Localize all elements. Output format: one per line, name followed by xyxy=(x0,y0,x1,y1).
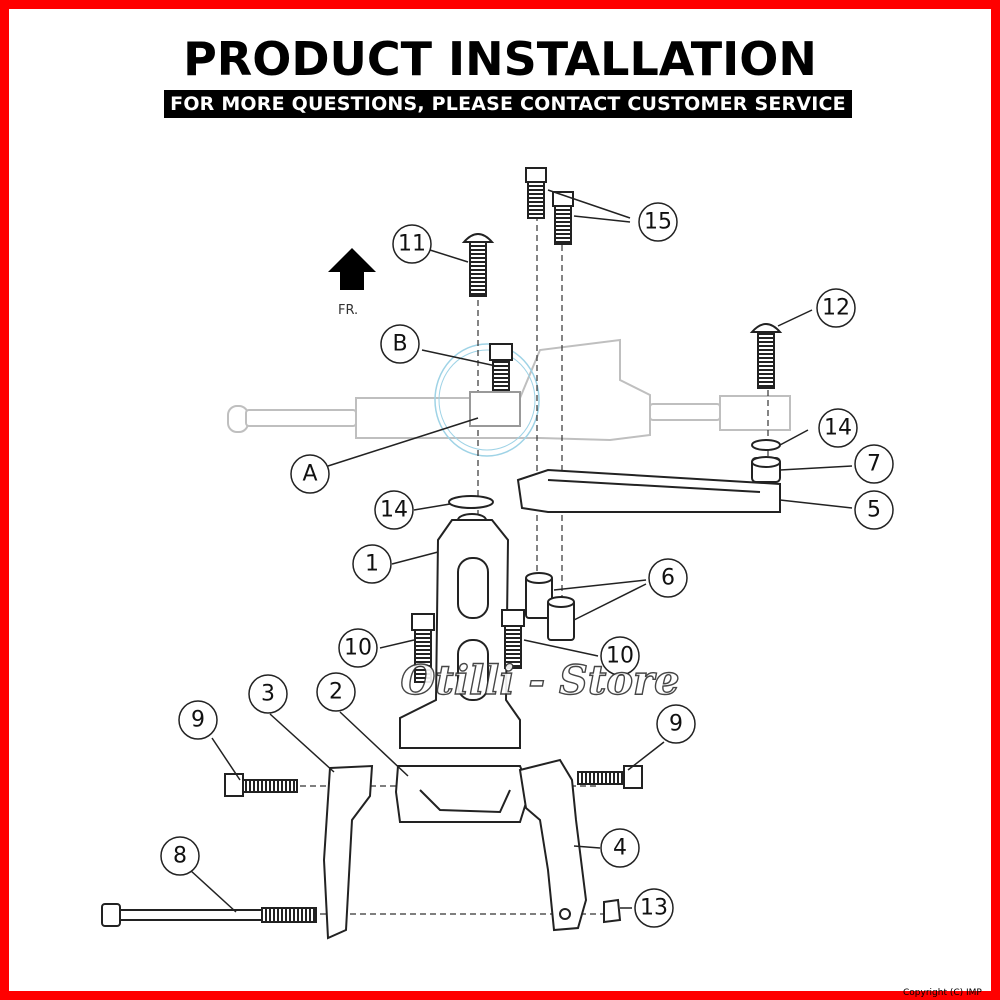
part-11-bolt xyxy=(461,233,495,297)
callout-circle-8 xyxy=(160,836,200,876)
callout-circle-b xyxy=(380,324,420,364)
callout-7: 7 xyxy=(867,452,881,477)
callout-3: 3 xyxy=(261,682,275,707)
callout-circle-15 xyxy=(638,202,678,242)
callout-9-right: 9 xyxy=(669,712,683,737)
part-10-bolts xyxy=(411,609,525,683)
part-15-bolts xyxy=(525,167,574,245)
callout-11: 11 xyxy=(398,232,426,257)
part-5-arm xyxy=(516,468,781,513)
callout-14-left: 14 xyxy=(380,498,408,523)
copyright-text: Copyright (C) IMP xyxy=(903,988,982,998)
part-2-clamp xyxy=(394,765,532,823)
callout-6: 6 xyxy=(661,566,675,591)
part-6-spacers xyxy=(525,572,575,641)
store-watermark: Otilli - Store xyxy=(400,657,679,704)
page-title: PRODUCT INSTALLATION xyxy=(183,32,817,86)
callout-circle-3 xyxy=(248,674,288,714)
callout-circle-6 xyxy=(648,558,688,598)
callout-circle-14-right xyxy=(818,408,858,448)
part-7-spacer xyxy=(751,456,781,483)
part-3-left-clamp xyxy=(322,764,374,940)
front-arrow-icon xyxy=(328,248,376,290)
callout-circle-10-right xyxy=(600,636,640,676)
subtitle-banner: FOR MORE QUESTIONS, PLEASE CONTACT CUSTO… xyxy=(164,90,852,118)
callout-10-left: 10 xyxy=(344,636,372,661)
callout-12: 12 xyxy=(822,296,850,321)
callout-circle-12 xyxy=(816,288,856,328)
direction-label: FR. xyxy=(338,303,358,318)
callout-circle-1 xyxy=(352,544,392,584)
callout-circle-a xyxy=(290,454,330,494)
callout-a: A xyxy=(302,462,317,487)
callout-circle-7 xyxy=(854,444,894,484)
part-9-bolts xyxy=(224,765,643,797)
part-1-bracket xyxy=(399,513,521,749)
leader-lines xyxy=(189,189,853,913)
callout-circle-9-left xyxy=(178,700,218,740)
callout-circle-9-right xyxy=(656,704,696,744)
callout-1: 1 xyxy=(365,552,379,577)
callout-circle-4 xyxy=(600,828,640,868)
callout-14-right: 14 xyxy=(824,416,852,441)
part-12-bolt xyxy=(749,323,783,389)
callout-10-right: 10 xyxy=(606,644,634,669)
callout-5: 5 xyxy=(867,498,881,523)
callout-b: B xyxy=(392,332,407,357)
callout-13: 13 xyxy=(640,896,668,921)
part-b-bolt xyxy=(469,343,521,427)
callout-circle-2 xyxy=(316,672,356,712)
callout-15: 15 xyxy=(644,210,672,235)
detail-highlight-circle xyxy=(434,343,540,457)
steering-damper-ghost xyxy=(227,338,791,457)
part-13-nut xyxy=(603,898,622,924)
callout-4: 4 xyxy=(613,836,627,861)
callout-circle-13 xyxy=(634,888,674,928)
part-4-right-clamp xyxy=(518,758,588,932)
callout-circle-14-left xyxy=(374,490,414,530)
part-8-bolt xyxy=(101,903,317,927)
callout-circles xyxy=(160,202,894,928)
callout-2: 2 xyxy=(329,680,343,705)
callout-8: 8 xyxy=(173,844,187,869)
callout-circle-10-left xyxy=(338,628,378,668)
callout-circle-11 xyxy=(392,224,432,264)
callout-9-left: 9 xyxy=(191,708,205,733)
callout-circle-5 xyxy=(854,490,894,530)
